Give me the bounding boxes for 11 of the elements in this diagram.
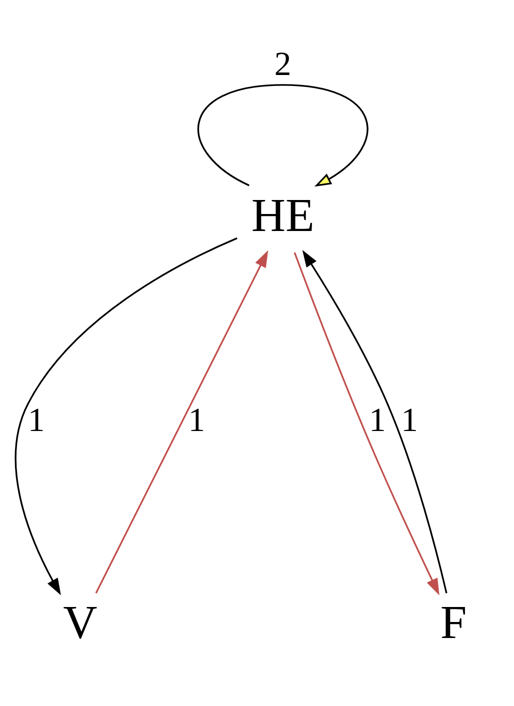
edge-label: 1 [401, 402, 418, 439]
edge-label: 1 [28, 402, 45, 439]
arrow [95, 250, 268, 593]
node-text: V [63, 596, 98, 648]
node-text: HE [251, 189, 314, 242]
arrow [14, 236, 238, 595]
edge-label: 1 [188, 402, 206, 439]
arrow [198, 84, 368, 186]
node-text: F [440, 596, 467, 648]
edge-label: 1 [369, 402, 386, 439]
edge-label: 2 [274, 45, 292, 82]
